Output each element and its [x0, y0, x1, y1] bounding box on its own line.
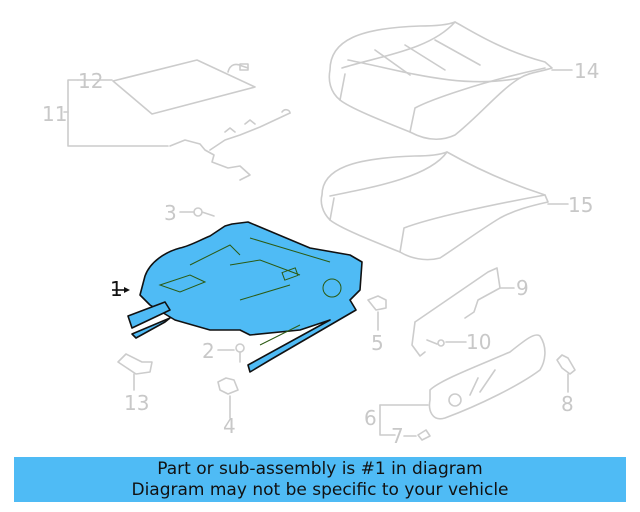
- side-trim-part-6: [428, 334, 546, 420]
- banner-line-1: Part or sub-assembly is #1 in diagram: [157, 459, 483, 479]
- seat-cushion-part-15: [320, 151, 549, 261]
- callout-12[interactable]: 12: [78, 69, 104, 93]
- clip-part-8: [556, 354, 576, 375]
- wire-harness-part-11: [169, 108, 291, 181]
- screw-part-10: [426, 339, 445, 347]
- callout-14[interactable]: 14: [574, 59, 600, 83]
- callout-8[interactable]: 8: [561, 392, 574, 416]
- clip-part-13: [117, 353, 153, 375]
- callout-2[interactable]: 2: [202, 339, 215, 363]
- seat-cushion-part-14: [328, 21, 553, 141]
- callout-7[interactable]: 7: [391, 424, 404, 448]
- clip-part-5: [367, 295, 387, 311]
- clip-part-4: [217, 377, 239, 395]
- screw-part-2: [235, 343, 245, 363]
- heater-mat-part-12: [112, 59, 256, 115]
- callout-5[interactable]: 5: [371, 331, 384, 355]
- callout-13[interactable]: 13: [124, 391, 150, 415]
- clip-part-7: [417, 429, 431, 441]
- callout-15[interactable]: 15: [568, 193, 594, 217]
- callout-6[interactable]: 6: [364, 406, 377, 430]
- seat-frame-part-1: [127, 221, 363, 373]
- callout-4[interactable]: 4: [223, 414, 236, 438]
- callout-9[interactable]: 9: [516, 276, 529, 300]
- banner-line-2: Diagram may not be specific to your vehi…: [131, 480, 509, 500]
- callout-11[interactable]: 11: [42, 102, 68, 126]
- callout-1[interactable]: 1: [110, 277, 123, 301]
- callout-10[interactable]: 10: [466, 330, 492, 354]
- callout-3[interactable]: 3: [164, 201, 177, 225]
- info-banner: Part or sub-assembly is #1 in diagram Di…: [14, 457, 626, 502]
- bolt-part-3: [193, 207, 215, 217]
